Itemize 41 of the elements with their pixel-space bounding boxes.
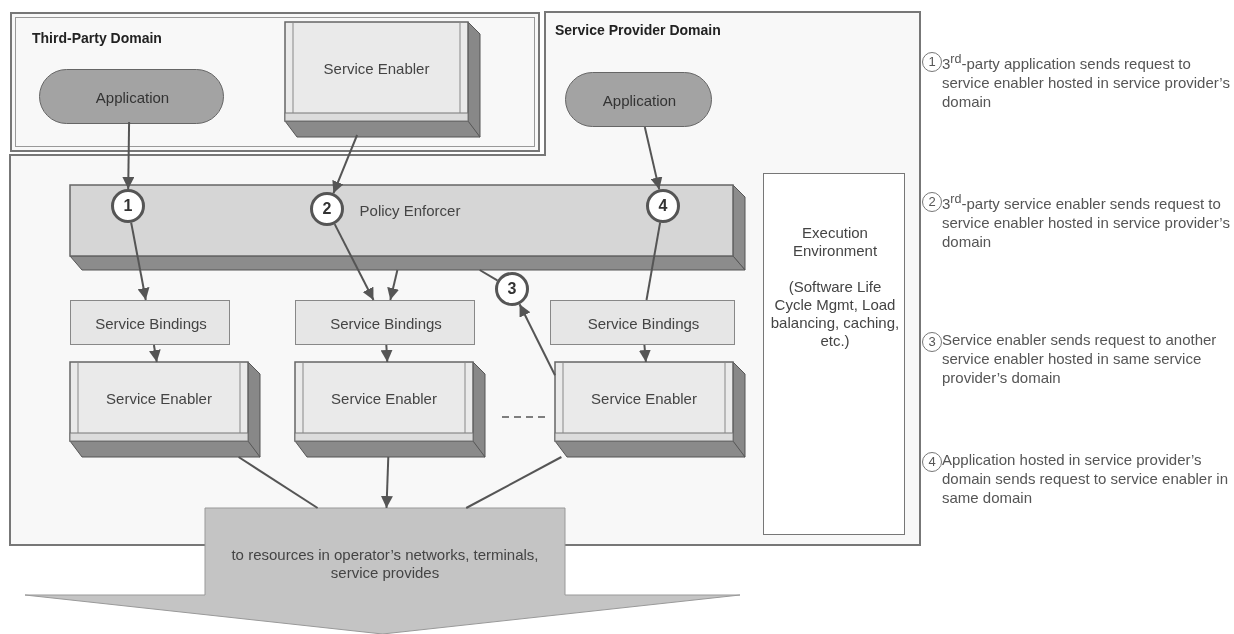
group-title: Third-Party Domain — [32, 30, 162, 46]
service-enabler-block — [555, 362, 745, 457]
node-text: Service Bindings — [95, 314, 207, 333]
group-title: Service Provider Domain — [555, 22, 721, 38]
arrow — [380, 456, 393, 509]
note-text: 3$^{rd}$-party service enabler sends request to service enabler hosted in service provider’s domain — [942, 191, 1230, 251]
node-text: Application — [602, 91, 677, 110]
node-text: Service Bindings — [330, 314, 442, 333]
arrow — [380, 344, 393, 363]
service-enabler-block — [70, 362, 260, 457]
note-text: Service enabler sends request to another service enabler hosted in same service provider’s domain — [942, 330, 1218, 387]
node-text: Application — [95, 88, 170, 107]
node-text: to resources in operator’s networks, terminals, service provides — [230, 546, 540, 582]
arrow — [148, 344, 161, 363]
service-bindings-box — [70, 300, 230, 345]
note-text: Application hosted in service provider’s domain sends request to service enabler in same domain — [942, 450, 1229, 507]
arrow — [333, 223, 375, 301]
note-text: 3$^{rd}$-party application sends request to service enabler hosted in service provider’s domain — [942, 51, 1230, 111]
domain-box — [10, 12, 920, 545]
policy-enforcer-bar — [70, 185, 745, 270]
service-bindings-box — [295, 300, 475, 345]
service-bindings-box — [550, 300, 735, 345]
arrow — [130, 221, 150, 301]
arrow — [643, 126, 663, 191]
node-text: Execution Environment — [791, 224, 879, 260]
node-text: Service Enabler — [591, 389, 697, 408]
node-text: (Software Life Cycle Mgmt, Load balancing, caching, etc.) — [769, 278, 901, 350]
service-enabler-block — [295, 362, 485, 457]
node-text: Service Enabler — [323, 59, 430, 78]
service-enabler-block — [285, 22, 480, 137]
node-text: Service Bindings — [587, 314, 700, 333]
resources-arrow-shape — [25, 508, 740, 634]
arrow — [122, 121, 135, 190]
domain-box — [10, 12, 540, 152]
node-text: Service Enabler — [331, 389, 437, 408]
node-text: Service Enabler — [106, 389, 212, 408]
arrow — [518, 303, 556, 377]
arrow — [638, 344, 651, 363]
arrow — [387, 269, 399, 301]
node-text: Policy Enforcer — [359, 202, 461, 220]
execution-environment-box — [763, 173, 905, 535]
